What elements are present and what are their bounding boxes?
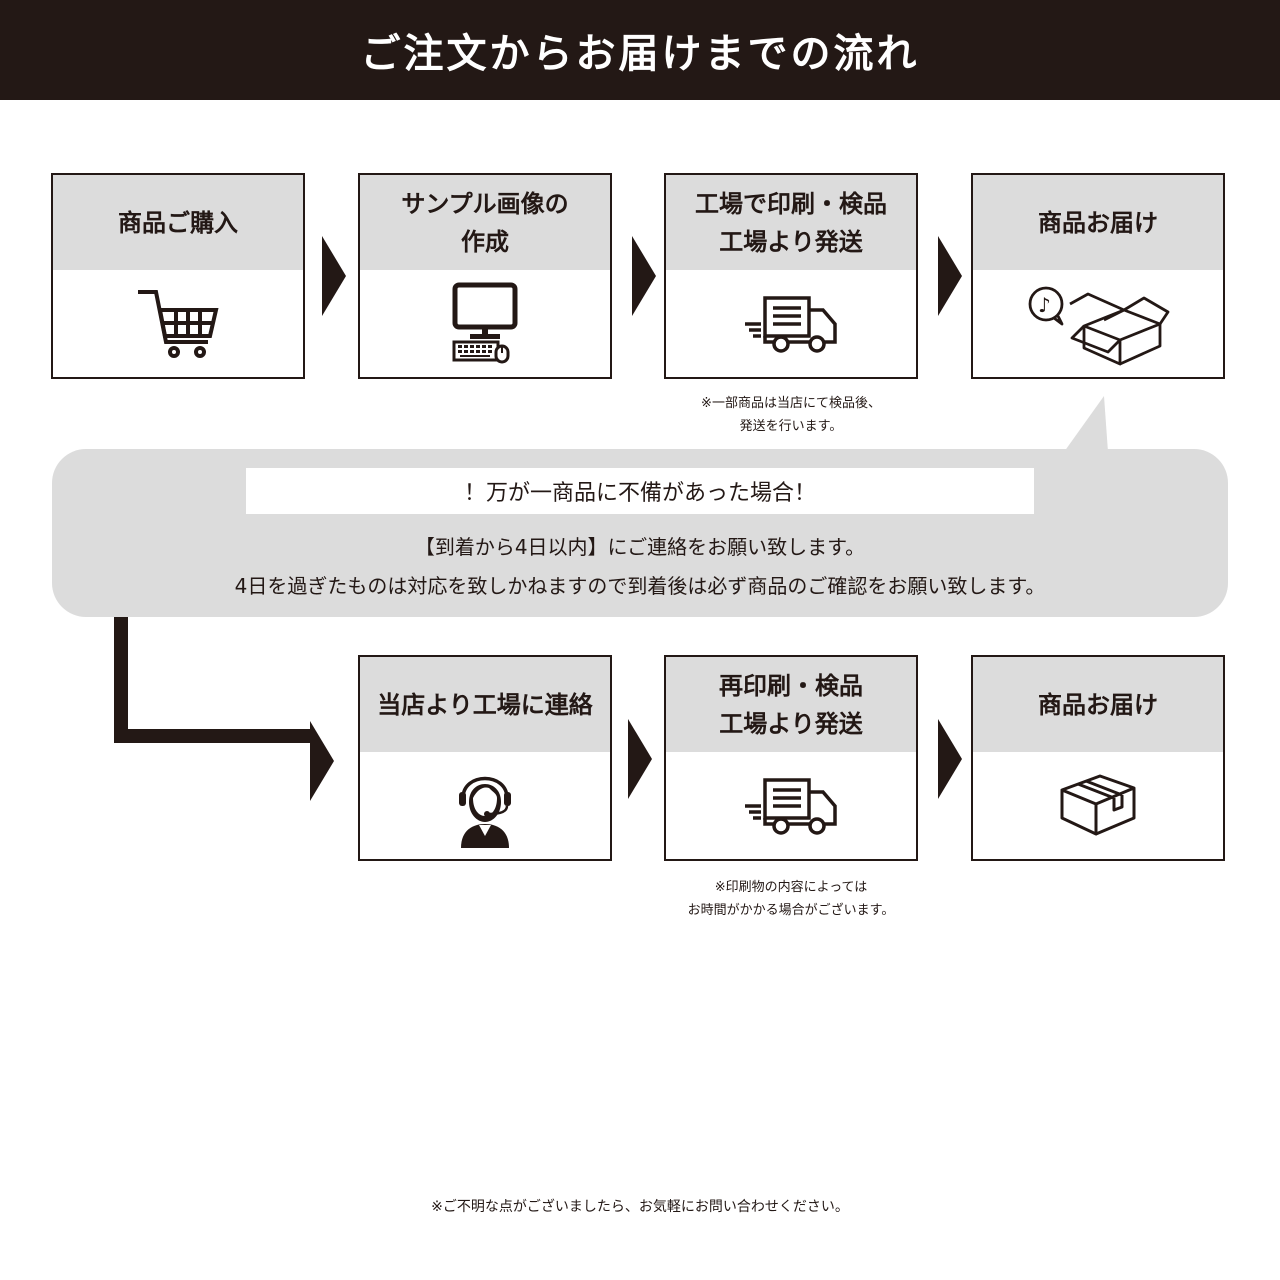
step-reprint: 再印刷・検品 工場より発送	[664, 655, 918, 861]
svg-text:♪: ♪	[1038, 293, 1051, 317]
closed-box-icon	[1058, 774, 1138, 838]
header-bar: ご注文からお届けまでの流れ	[0, 0, 1280, 100]
connector-line-vertical	[114, 617, 128, 743]
step-label: サンプル画像の 作成	[360, 175, 610, 270]
note-reprint-time: ※印刷物の内容によっては お時間がかかる場合がございます。	[687, 880, 895, 918]
step-factory-print: 工場で印刷・検品 工場より発送	[664, 173, 918, 379]
warning-line-1: 【到着から4日以内】にご連絡をお願い致します。	[414, 535, 866, 559]
operator-headset-icon	[455, 764, 515, 848]
step-label: 再印刷・検品 工場より発送	[666, 657, 916, 752]
step-label: 工場で印刷・検品 工場より発送	[666, 175, 916, 270]
arrow-right-icon	[938, 236, 962, 316]
step-delivery-again: 商品お届け	[971, 655, 1225, 861]
open-box-with-music-note-icon: ♪	[1026, 282, 1170, 366]
page-title: ご注文からお届けまでの流れ	[360, 31, 920, 77]
desktop-computer-icon	[450, 282, 520, 366]
arrow-right-icon	[628, 719, 652, 799]
step-label: 当店より工場に連絡	[360, 657, 610, 752]
step-label: 商品お届け	[973, 175, 1223, 270]
shopping-cart-icon	[136, 286, 220, 362]
step-label: 商品お届け	[973, 657, 1223, 752]
connector-arrow-head-icon	[310, 721, 334, 801]
warning-title: ！万が一商品に不備があった場合！	[463, 481, 816, 506]
arrow-right-icon	[632, 236, 656, 316]
step-purchase: 商品ご購入	[51, 173, 305, 379]
step-label: 商品ご購入	[53, 175, 303, 270]
warning-title-box: ！万が一商品に不備があった場合！	[246, 468, 1034, 514]
step-delivery: 商品お届け ♪	[971, 173, 1225, 379]
connector-line-horizontal	[114, 729, 314, 743]
delivery-truck-icon	[743, 776, 839, 836]
step-contact-factory: 当店より工場に連絡	[358, 655, 612, 861]
arrow-right-icon	[322, 236, 346, 316]
warning-line-2: 4日を過ぎたものは対応を致しかねますので到着後は必ず商品のご確認をお願い致します…	[234, 574, 1046, 598]
note-factory-inspection: ※一部商品は当店にて検品後、 発送を行います。	[701, 396, 881, 434]
delivery-truck-icon	[743, 294, 839, 354]
speech-bubble-tail	[1064, 396, 1108, 452]
footer-note: ※ご不明な点がございましたら、お気軽にお問い合わせください。	[431, 1199, 849, 1215]
step-sample-image: サンプル画像の 作成	[358, 173, 612, 379]
arrow-right-icon	[938, 719, 962, 799]
